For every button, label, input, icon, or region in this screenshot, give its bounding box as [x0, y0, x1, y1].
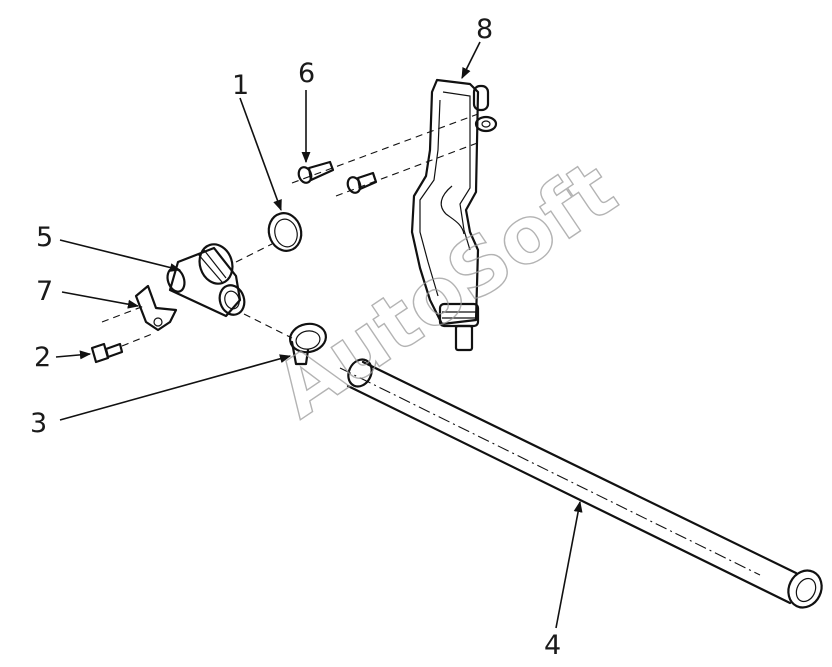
part-4-tube — [339, 358, 823, 609]
part-3-clamp — [289, 322, 327, 366]
part-2-screw — [90, 333, 153, 364]
callout-4: 4 — [544, 630, 561, 661]
part-1-o-ring — [267, 212, 303, 252]
watermark-text: AutoSoft — [260, 144, 632, 435]
part-5-elbow — [166, 243, 293, 339]
callout-7: 7 — [36, 276, 53, 307]
callout-3: 3 — [30, 408, 47, 439]
leader-lines — [55, 41, 583, 629]
part-8-duct — [410, 78, 498, 352]
callout-8: 8 — [476, 14, 493, 45]
callout-2: 2 — [34, 342, 51, 373]
part-6-bolts — [291, 113, 481, 197]
callout-6: 6 — [298, 58, 315, 89]
part-7-bracket — [101, 284, 178, 332]
callout-1: 1 — [232, 70, 249, 101]
callout-5: 5 — [36, 222, 53, 253]
